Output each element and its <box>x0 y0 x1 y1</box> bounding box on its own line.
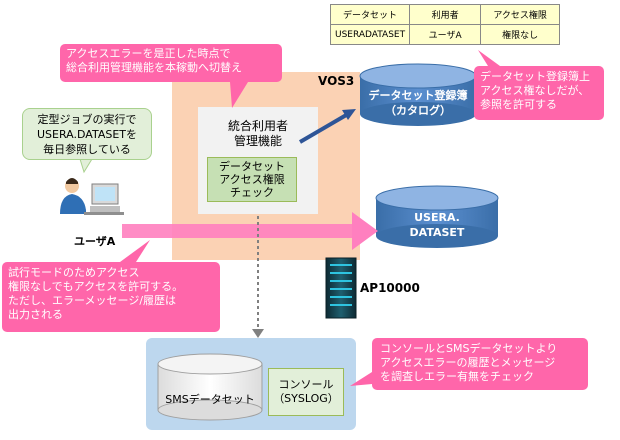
callout-bottom-tail <box>350 372 372 386</box>
table-cell: 権限なし <box>480 24 561 45</box>
sms-dataset-label: SMSデータセット <box>165 393 255 406</box>
server-icon <box>325 257 357 319</box>
user-at-computer-icon <box>60 178 124 215</box>
callout-line: ただし、エラーメッセージ/履歴は <box>8 294 177 307</box>
table-header-cell: 利用者 <box>409 4 482 25</box>
table-row: USERADATASET ユーザA 権限なし <box>329 24 561 45</box>
registry-link-arrow <box>298 112 350 144</box>
mgmt-line-2: 管理機能 <box>233 134 282 148</box>
registry-link-arrowhead <box>342 109 356 120</box>
user-label: ユーザA <box>74 235 116 248</box>
log-output-arrowhead <box>252 329 264 338</box>
access-table: データセット 利用者 アクセス権限 USERADATASET ユーザA 権限なし <box>329 4 561 45</box>
callout-line: コンソールとSMSデータセットより <box>380 342 558 355</box>
callout-line: 総合利用管理機能を本稼動へ切替え <box>66 61 242 74</box>
server-label: AP10000 <box>360 281 420 295</box>
registry-line: データセット登録簿 <box>368 89 468 102</box>
callout-left-tail <box>120 240 150 262</box>
table-header-row: データセット 利用者 アクセス権限 <box>329 4 561 25</box>
usera-dataset-cylinder <box>375 185 499 248</box>
table-header-cell: データセット <box>329 4 411 25</box>
callout-registry-note: データセット登録簿上 アクセス権なしだが、 参照を許可する <box>474 66 604 120</box>
callout-line: アクセスエラーの履歴とメッセージ <box>380 356 556 369</box>
check-line-3: チェック <box>230 186 274 199</box>
table-cell: USERADATASET <box>329 24 411 45</box>
callout-switch-production: アクセスエラーを是正した時点で 総合利用管理機能を本稼動へ切替え <box>60 44 282 82</box>
callout-line: 権限なしでもアクセスを許可する。 <box>8 280 184 293</box>
console-line: （SYSLOG） <box>273 392 339 405</box>
dataset-registry-cylinder <box>359 63 477 126</box>
callout-scheduled-job: 定型ジョブの実行で USERA.DATASETを 毎日参照している <box>22 108 152 160</box>
callout-line: 出力される <box>8 308 63 321</box>
callout-log-check: コンソールとSMSデータセットより アクセスエラーの履歴とメッセージ を調査しエ… <box>372 338 588 390</box>
table-cell: ユーザA <box>409 24 482 45</box>
console-line: コンソール <box>278 378 334 391</box>
callout-line: 参照を許可する <box>480 98 557 111</box>
callout-line: 毎日参照している <box>43 143 131 156</box>
callout-green-tail <box>79 158 93 174</box>
access-arrow-head <box>352 212 378 250</box>
registry-label: データセット登録簿 （カタログ） <box>362 88 474 118</box>
callout-line: アクセスエラーを是正した時点で <box>66 47 231 60</box>
vos3-label: VOS3 <box>318 74 355 88</box>
check-line-2: アクセス権限 <box>219 173 285 186</box>
callout-line: 定型ジョブの実行で <box>37 113 137 126</box>
access-check-box: データセット アクセス権限 チェック <box>207 157 297 202</box>
callout-right-tail <box>478 50 500 66</box>
callout-line: データセット登録簿上 <box>480 70 590 83</box>
console-syslog-box: コンソール （SYSLOG） <box>268 368 344 416</box>
callout-line: アクセス権なしだが、 <box>480 84 590 97</box>
access-arrow-body <box>122 224 354 238</box>
table-header-cell: アクセス権限 <box>480 4 561 25</box>
mgmt-function-title: 統合利用者 管理機能 <box>198 119 318 149</box>
sms-dataset-cylinder <box>157 353 263 421</box>
mgmt-line-1: 統合利用者 <box>227 119 288 133</box>
callout-line: を調査しエラー有無をチェック <box>380 370 534 383</box>
callout-line: USERA.DATASETを <box>37 128 137 141</box>
usera-dataset-label: USERA. DATASET <box>378 210 496 240</box>
callout-line: 試行モードのためアクセス <box>8 266 140 279</box>
usera-line: USERA. <box>414 211 460 224</box>
registry-line: （カタログ） <box>385 104 451 117</box>
usera-line: DATASET <box>409 226 465 239</box>
callout-top-tail <box>230 82 248 108</box>
callout-trial-mode: 試行モードのためアクセス 権限なしでもアクセスを許可する。 ただし、エラーメッセ… <box>2 262 220 332</box>
check-line-1: データセット <box>219 160 285 173</box>
